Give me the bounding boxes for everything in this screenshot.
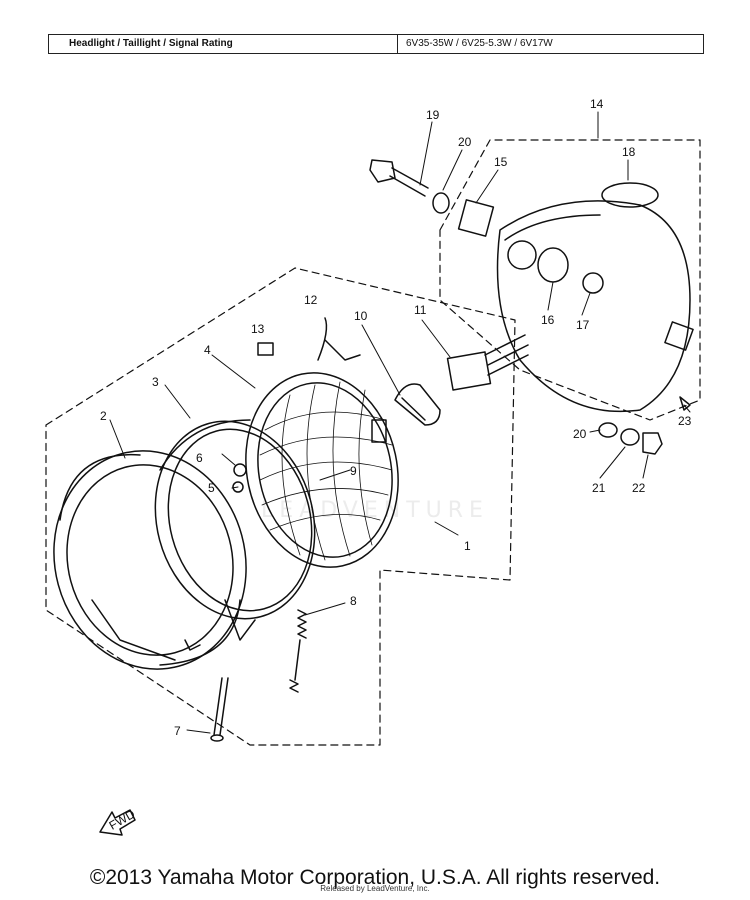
fwd-arrow-icon xyxy=(99,809,136,836)
callout-21: 21 xyxy=(592,481,606,495)
callout-18: 18 xyxy=(622,145,636,159)
callout-20b: 20 xyxy=(573,427,587,441)
assembly-boundary-14 xyxy=(439,139,701,421)
callout-3: 3 xyxy=(152,375,159,389)
spec-label: Headlight / Taillight / Signal Rating xyxy=(49,35,398,53)
callout-11: 11 xyxy=(414,303,427,317)
headlight-rim xyxy=(53,450,247,670)
callout-13: 13 xyxy=(251,322,265,336)
assembly-boundary-1 xyxy=(45,267,516,746)
callouts: 19 20 15 14 18 16 17 23 20 21 22 1 11 10… xyxy=(100,97,692,833)
sealed-beam-unit xyxy=(245,372,399,568)
callout-2: 2 xyxy=(100,409,107,423)
small-block xyxy=(257,342,274,356)
callout-23: 23 xyxy=(678,414,692,428)
callout-19: 19 xyxy=(426,108,440,122)
long-bolt xyxy=(210,677,229,742)
watermark: LEADVENTURE xyxy=(261,498,489,523)
callout-5: 5 xyxy=(208,481,215,495)
callout-17: 17 xyxy=(576,318,590,332)
callout-9: 9 xyxy=(350,464,357,478)
spec-table: Headlight / Taillight / Signal Rating 6V… xyxy=(48,34,704,54)
callout-1: 1 xyxy=(464,539,471,553)
callout-16: 16 xyxy=(541,313,555,327)
callout-7: 7 xyxy=(174,724,181,738)
spec-value: 6V35-35W / 6V25-5.3W / 6V17W xyxy=(406,38,553,49)
bolt xyxy=(369,159,429,197)
callout-15: 15 xyxy=(494,155,508,169)
clip-spring xyxy=(317,317,361,361)
copyright: ©2013 Yamaha Motor Corporation, U.S.A. A… xyxy=(89,866,661,889)
grommet xyxy=(457,199,495,237)
headlight-body xyxy=(496,200,694,413)
mounting-ring xyxy=(154,419,316,641)
adjusting-screw xyxy=(232,463,247,493)
leader-lines xyxy=(109,111,691,734)
callout-10: 10 xyxy=(354,309,368,323)
small-screw xyxy=(679,396,691,411)
callout-4: 4 xyxy=(204,343,211,357)
spring xyxy=(289,609,307,693)
top-grommet xyxy=(601,182,659,208)
callout-12: 12 xyxy=(304,293,318,307)
callout-22: 22 xyxy=(632,481,646,495)
callout-20a: 20 xyxy=(458,135,472,149)
socket xyxy=(394,383,441,426)
callout-6: 6 xyxy=(196,451,203,465)
fwd-label: FWD xyxy=(107,807,138,833)
connector xyxy=(446,334,529,391)
release-note: Released by LeadVenture, Inc. xyxy=(320,884,430,893)
callout-8: 8 xyxy=(350,594,357,608)
callout-14: 14 xyxy=(590,97,604,111)
rubber-collar xyxy=(537,247,604,294)
